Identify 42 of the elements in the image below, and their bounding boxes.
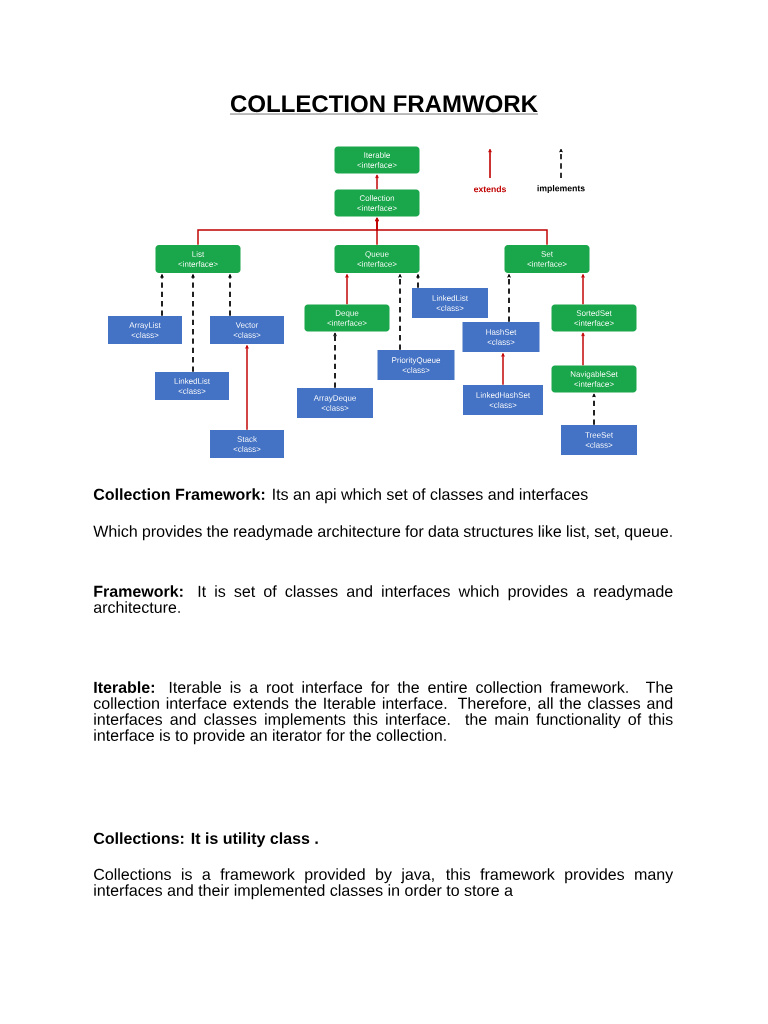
interface-box: SortedSet <interface> bbox=[551, 304, 637, 332]
class-box: ArrayDeque <class> bbox=[297, 388, 373, 418]
class-box: Stack <class> bbox=[210, 430, 284, 458]
interface-box: Deque <interface> bbox=[304, 304, 390, 332]
paragraph: Collections: It is utility class . bbox=[93, 832, 318, 848]
paragraph: Collections is a framework provided by java, this framework provides many interfaces and their implemented classes in order to store a bbox=[94, 868, 674, 900]
interface-box: Queue <interface> bbox=[334, 245, 420, 273]
legend-label: extends bbox=[473, 185, 506, 193]
paragraph: Collection Framework: Its an api which set of classes and interfaces bbox=[93, 488, 588, 504]
interface-box: Iterable <interface> bbox=[334, 146, 420, 174]
legend-label: implements bbox=[537, 184, 585, 194]
class-box: ArrayList <class> bbox=[108, 316, 182, 344]
arrow bbox=[160, 273, 164, 317]
interface-box: Set <interface> bbox=[504, 245, 590, 273]
arrow bbox=[191, 273, 195, 373]
arrow bbox=[581, 273, 585, 305]
arrow bbox=[398, 273, 402, 351]
class-box: Vector <class> bbox=[210, 316, 284, 344]
class-box: LinkedList <class> bbox=[155, 372, 229, 400]
arrow bbox=[375, 174, 379, 190]
paragraph: Framework: It is set of classes and interfaces which provides a readymade architecture. bbox=[93, 585, 673, 613]
arrow bbox=[245, 344, 249, 431]
arrow bbox=[345, 273, 349, 305]
interface-box: Collection <interface> bbox=[334, 189, 420, 217]
arrow bbox=[333, 332, 337, 389]
interface-box: NavigableSet <interface> bbox=[551, 365, 637, 393]
arrow bbox=[507, 273, 511, 323]
class-box: LinkedList <class> bbox=[412, 288, 488, 318]
class-box: TreeSet <class> bbox=[561, 425, 637, 455]
arrow bbox=[228, 273, 232, 317]
paragraph: Iterable: Iterable is a root interface for the entire collection framework. The collection interface extends the Iterable interface. Therefore, all the classes and interfaces and classes implements this interface. the main functionality of this interface is to provide an iterator for the collection. bbox=[93, 681, 673, 745]
interface-box: List <interface> bbox=[155, 245, 241, 273]
arrow bbox=[375, 217, 548, 246]
arrow bbox=[501, 352, 505, 386]
class-box: PriorityQueue <class> bbox=[377, 350, 455, 380]
paragraph: Which provides the readymade architecture for data structures like list, set, queue. bbox=[93, 525, 672, 541]
arrow bbox=[416, 273, 420, 289]
title: COLLECTION FRAMWORK bbox=[229, 95, 539, 115]
arrow bbox=[592, 393, 596, 426]
class-box: LinkedHashSet <class> bbox=[463, 385, 543, 415]
arrow bbox=[581, 332, 585, 366]
class-box: HashSet <class> bbox=[462, 322, 540, 352]
